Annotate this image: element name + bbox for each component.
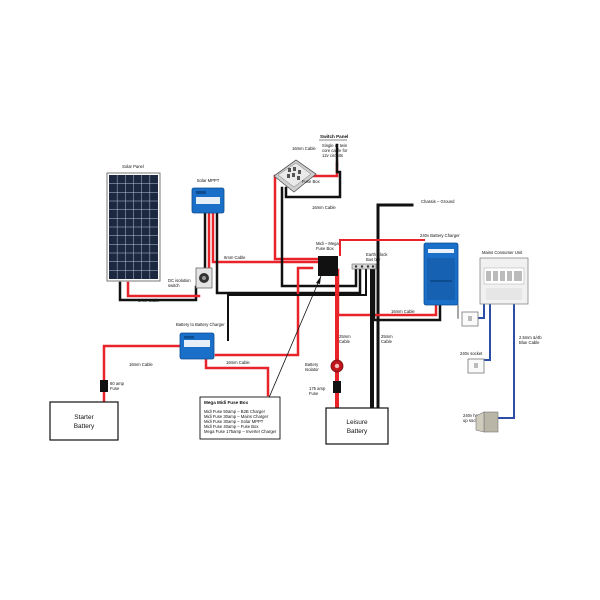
fuse-box-label: Fuse Box xyxy=(302,179,321,184)
fuse-table-row: Midi Fuse 30amp – Solar MPPT xyxy=(204,419,264,424)
solar-mppt-label: Solar MPPT xyxy=(197,178,220,183)
switch-panel: Switch Panel Single or twin core cable f… xyxy=(319,134,348,158)
solar-panel-label: Solar Panel xyxy=(122,164,144,169)
wire-mains-1 xyxy=(475,304,485,319)
socket-240v-1 xyxy=(461,311,479,327)
fuse-table-pointer xyxy=(267,275,322,401)
wire-b2b-starter xyxy=(102,344,182,382)
hookup-label-1: 240v hook xyxy=(463,413,483,418)
fuse-175-label-1: 175 amp xyxy=(309,386,326,391)
battery-isolator-label-1: Battery xyxy=(305,362,319,367)
fuse-table: Mega Midi Fuse Box Midi Fuse 50amp – B2B… xyxy=(199,396,281,440)
switch-panel-note-2: core cable for xyxy=(322,148,348,153)
earth-block-label-2: Bus bar xyxy=(366,257,381,262)
dc-isolator: DC isolation switch xyxy=(168,267,213,289)
leisure-battery: Leisure Battery xyxy=(325,407,389,445)
socket-240v-2: 240v socket xyxy=(460,351,485,374)
fuse-60-label-1: 60 amp xyxy=(110,381,125,386)
battery-isolator: Battery Isolator xyxy=(305,359,344,373)
charger-240-label: 240v Battery Charger xyxy=(420,233,460,238)
fuse-table-row: Midi Fuse 50amp – B2B Charger xyxy=(204,409,266,414)
wire-mains-2 xyxy=(483,304,491,361)
mains-consumer-unit: Mains Consumer Unit xyxy=(479,250,529,305)
fuse-60-label-2: Fuse xyxy=(110,386,120,391)
wire-charger-pos2 xyxy=(339,239,425,256)
cable-16-b2b-right-label: 16mm Cable xyxy=(226,360,250,365)
wire-panel-neg xyxy=(118,281,198,302)
midi-mega-fuse-box: Midi – Mega Fuse Box xyxy=(316,241,339,276)
starter-battery-label-2: Battery xyxy=(74,423,95,430)
cable-25-red-label-2: Cable xyxy=(339,339,351,344)
cable-25-black-label-2: Cable xyxy=(381,339,393,344)
cable-16-fusebox-label: 16mm Cable xyxy=(312,205,336,210)
cable-25-red-label-1: 25mm xyxy=(339,334,351,339)
switch-panel-note-3: 12v circuits xyxy=(322,153,343,158)
cable-16-b2b-left-label: 16mm Cable xyxy=(129,362,153,367)
fuse-175-amp: 175 amp Fuse xyxy=(309,381,341,396)
dc-isolation-label-1: DC isolation xyxy=(168,278,191,283)
wire-b2b-pos xyxy=(214,266,314,357)
fuse-table-title: Mega Midi Fuse Box xyxy=(204,400,249,405)
fuse-table-row: Midi Fuse 40amp – Fuse Box xyxy=(204,424,259,429)
earth-bus-bar: Earth Block Bus bar xyxy=(351,252,388,270)
wire-panel-pos xyxy=(126,281,201,298)
blue-cable-label-2: Blue Cable xyxy=(519,340,540,345)
panel-cable-label: 6mm Cable xyxy=(138,298,160,303)
fuse-table-row: Midi Fuse 30amp – Mains Charger xyxy=(204,414,269,419)
fuse-table-row: Mega Fuse 175amp – Inverter Charger xyxy=(204,429,277,434)
hookup-socket: 240v hook up socket xyxy=(463,411,499,433)
midi-mega-label-1: Midi – Mega xyxy=(316,241,339,246)
hookup-label-2: up socket xyxy=(463,418,482,423)
mains-unit-label: Mains Consumer Unit xyxy=(482,250,523,255)
socket-240-label: 240v socket xyxy=(460,351,483,356)
b2b-charger: Battery to Battery Charger xyxy=(176,322,225,360)
wire-mppt-neg xyxy=(215,210,362,295)
b2b-charger-label: Battery to Battery Charger xyxy=(176,322,225,327)
fuse-175-label-2: Fuse xyxy=(309,391,319,396)
midi-mega-label-2: Fuse Box xyxy=(316,246,335,251)
wire-mains-3 xyxy=(497,304,515,419)
fuse-box: Fuse Box xyxy=(273,159,321,193)
leisure-battery-label-2: Battery xyxy=(347,428,368,435)
blue-cable-label-1: 2.5mm &/4b xyxy=(519,335,542,340)
wire-chassis xyxy=(376,203,414,442)
wires xyxy=(102,143,515,442)
chassis-ground-label: Chassis – Ground xyxy=(421,199,455,204)
fuse-60-amp: 60 amp Fuse xyxy=(100,380,125,392)
dc-isolation-label-2: switch xyxy=(168,283,180,288)
leisure-battery-label-1: Leisure xyxy=(346,419,368,426)
solar-panel: Solar Panel xyxy=(106,164,161,282)
wire-fusebox-neg2 xyxy=(280,186,358,288)
switch-panel-label: Switch Panel xyxy=(320,134,348,139)
mppt-cable-label: 6mm Cable xyxy=(224,255,246,260)
cable-16-charger-label: 16mm Cable xyxy=(391,309,415,314)
battery-isolator-label-2: Isolator xyxy=(305,367,319,372)
cable-25-black-label-1: 25mm xyxy=(381,334,393,339)
wire-b2b-neg-starter xyxy=(204,358,270,397)
starter-battery-label-1: Starter xyxy=(74,414,94,421)
cable-16-top-label: 16mm Cable xyxy=(292,146,316,151)
battery-charger-240v: 240v Battery Charger xyxy=(420,233,460,306)
starter-battery: Starter Battery xyxy=(49,401,119,441)
switch-panel-note-1: Single or twin xyxy=(322,143,348,148)
earth-block-label-1: Earth Block xyxy=(366,252,388,257)
wire-fusebox-neg xyxy=(284,143,342,199)
solar-mppt: Solar MPPT xyxy=(191,178,225,214)
